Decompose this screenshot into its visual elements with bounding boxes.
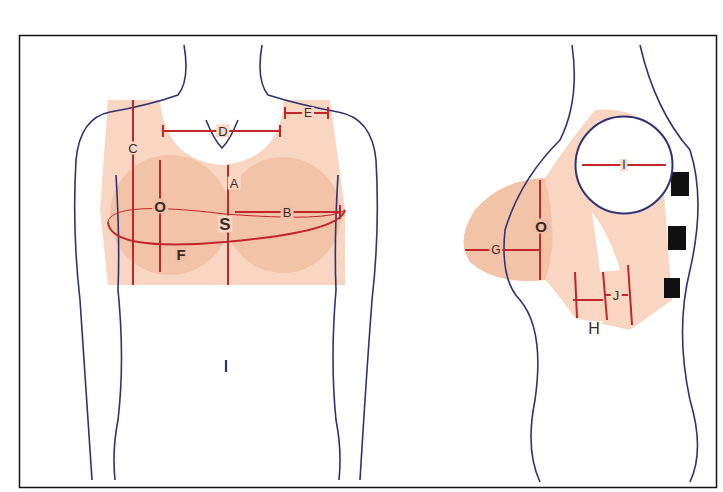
hook-tab — [671, 172, 689, 196]
hook-tab — [668, 226, 686, 250]
measurement-lines-front — [108, 100, 345, 285]
armhole-circle: I — [574, 115, 674, 215]
garment-side — [464, 109, 672, 330]
body-outline-side — [504, 45, 698, 482]
measure-letter: E — [302, 107, 314, 119]
measure-letter: O — [533, 219, 549, 234]
garment-front — [100, 100, 345, 285]
cup-side — [464, 178, 553, 281]
measure-letter: A — [228, 177, 241, 190]
measure-letter: G — [489, 244, 502, 256]
armhole-circle-outline — [576, 117, 673, 214]
frame — [20, 36, 717, 488]
measure-letter: F — [174, 247, 187, 262]
measure-letter: H — [586, 321, 602, 337]
measure-letter: B — [281, 206, 294, 219]
measure-letter: D — [216, 125, 229, 138]
measure-letter: S — [217, 216, 232, 233]
side-cutout — [592, 212, 620, 272]
measure-letter: J — [611, 289, 622, 302]
measure-letter: I — [620, 159, 627, 171]
measure-letter: C — [126, 142, 139, 155]
cup-left — [110, 155, 230, 275]
body-outline-front — [75, 45, 378, 480]
hook-tab — [664, 278, 680, 298]
measure-letter: O — [152, 199, 168, 214]
